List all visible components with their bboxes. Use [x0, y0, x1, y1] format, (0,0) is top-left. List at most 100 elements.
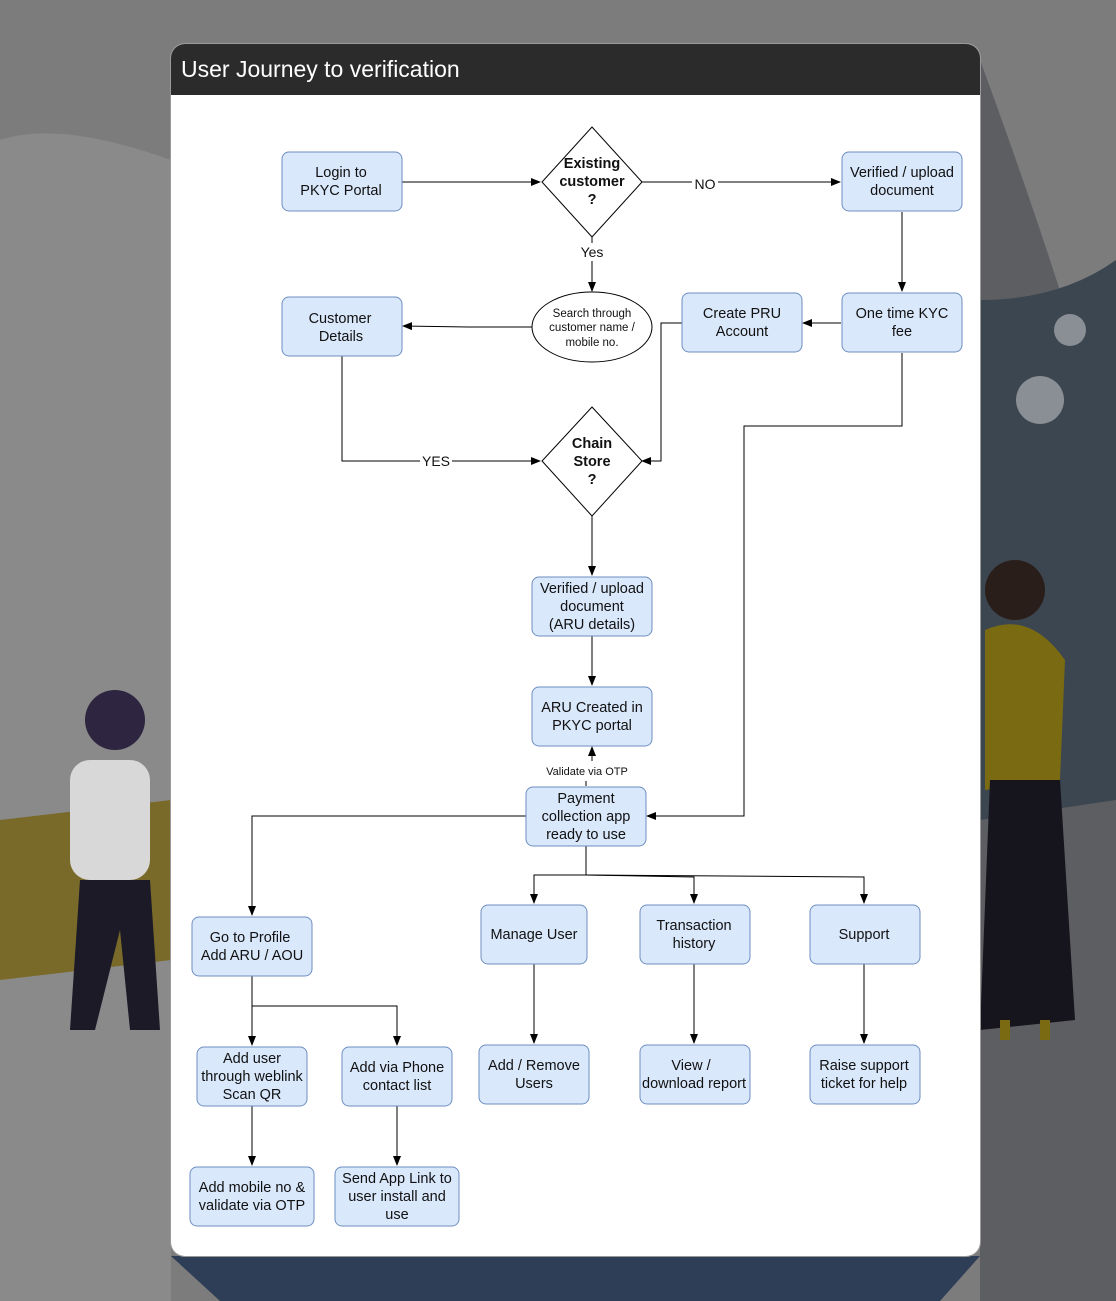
node-weblink-line2: through weblink [201, 1069, 303, 1085]
edge-label-no: NO [695, 176, 716, 192]
svg-text:Add mobile no &validate via OT: Add mobile no &validate via OTP [199, 1180, 306, 1214]
svg-text:Support: Support [839, 927, 890, 943]
decision-existing-customer: Existing customer? [541, 126, 643, 238]
node-kyc-fee-line2: fee [892, 324, 912, 340]
dialog-header: User Journey to verification [171, 44, 980, 95]
node-verified-top-line2: document [870, 183, 934, 199]
edges [248, 178, 906, 1166]
node-raise-line1: Raise support [819, 1058, 908, 1074]
node-login: Login to PKYC Portal [281, 151, 403, 212]
node-view-line2: download report [642, 1076, 746, 1092]
node-view-download-report: View / download report [639, 1044, 751, 1105]
dialog-title: User Journey to verification [181, 56, 460, 82]
node-login-line1: Login to [315, 165, 367, 181]
node-transaction-line1: Transaction [656, 918, 731, 934]
edge-payment-arucreated [586, 747, 592, 786]
node-view-line1: View / [671, 1058, 711, 1074]
flowchart: NO Yes YES Validate via OTP Login to PKYC… [189, 126, 963, 1227]
node-send-app-link: Send App Link to user install and use [334, 1166, 460, 1227]
node-customer-details-line2: Details [319, 329, 363, 345]
node-send-link-line1: Send App Link to [342, 1171, 452, 1187]
node-transaction-line2: history [673, 936, 716, 952]
edge-kycfee-payment [646, 353, 903, 820]
svg-text:View /download report: View / download report [642, 1058, 746, 1092]
node-add-remove-line2: Users [515, 1076, 553, 1092]
node-add-mobile-otp: Add mobile no &validate via OTP [189, 1166, 315, 1227]
decision-chain-line2: Store [573, 454, 610, 470]
edge-payment-manageuser [530, 846, 587, 904]
edge-payment-support [585, 874, 868, 904]
decision-chain-line1: Chain [572, 436, 612, 452]
decision-existing-line2: customer [559, 174, 625, 190]
node-profile-line2: Add ARU / AOU [201, 948, 303, 964]
node-verified-aru-line2: document [560, 599, 624, 615]
edge-label-yes: Yes [581, 244, 604, 260]
node-add-remove-line1: Add / Remove [488, 1058, 580, 1074]
node-verified-upload-top: Verified / upload document [841, 151, 963, 212]
edge-customerdetails-chain [341, 356, 541, 465]
node-support: Support [809, 904, 921, 965]
node-add-mobile-line1: Add mobile no & [199, 1180, 306, 1196]
node-manage-user-line1: Manage User [490, 927, 577, 943]
edge-profile-phone [252, 1005, 401, 1046]
node-weblink-line1: Add user [223, 1051, 281, 1067]
edge-label-validate-otp: Validate via OTP [546, 766, 628, 778]
node-payment-line1: Payment [557, 791, 614, 807]
node-payment-line2: collection app [542, 809, 631, 825]
node-add-via-phone: Add via Phone contact list [341, 1046, 453, 1107]
svg-text:Manage User: Manage User [490, 927, 577, 943]
node-payment-collection-app: Payment collection app ready to use [525, 786, 647, 847]
flowchart-dialog: User Journey to verification [171, 44, 980, 1256]
edge-label-yes-chain: YES [422, 453, 450, 469]
node-transaction-history: Transaction history [639, 904, 751, 965]
decision-existing-line3: ? [588, 192, 597, 208]
node-phone-line1: Add via Phone [350, 1060, 444, 1076]
node-verified-top-line1: Verified / upload [850, 165, 954, 181]
node-search-line3: mobile no. [565, 337, 618, 349]
edge-payment-profile [248, 815, 526, 916]
node-create-pru-line2: Account [716, 324, 768, 340]
node-customer-details-line1: Customer [309, 311, 372, 327]
node-login-line2: PKYC Portal [300, 183, 381, 199]
node-support-line1: Support [839, 927, 890, 943]
node-manage-user: Manage User [480, 904, 588, 965]
node-payment-line3: ready to use [546, 827, 626, 843]
node-kyc-fee: One time KYC fee [841, 292, 963, 353]
nodes: Login to PKYC Portal Existing customer? Ve… [189, 126, 963, 1227]
node-kyc-fee-line1: One time KYC [856, 306, 949, 322]
edge-search-customerdetails [402, 322, 532, 331]
node-create-pru-line1: Create PRU [703, 306, 781, 322]
decision-existing-line1: Existing [564, 156, 620, 172]
node-aru-created-line1: ARU Created in [541, 700, 643, 716]
node-verified-upload-aru: Verified / upload document (ARU details) [531, 576, 653, 637]
node-send-link-line2: user install and [348, 1189, 446, 1205]
node-send-link-line3: use [385, 1207, 408, 1223]
node-verified-aru-line3: (ARU details) [549, 617, 635, 633]
edge-labels: NO Yes YES Validate via OTP [420, 176, 718, 779]
node-verified-aru-line1: Verified / upload [540, 581, 644, 597]
decision-chain-line3: ? [588, 472, 597, 488]
edge-payment-transaction [585, 874, 698, 904]
node-phone-line2: contact list [363, 1078, 432, 1094]
